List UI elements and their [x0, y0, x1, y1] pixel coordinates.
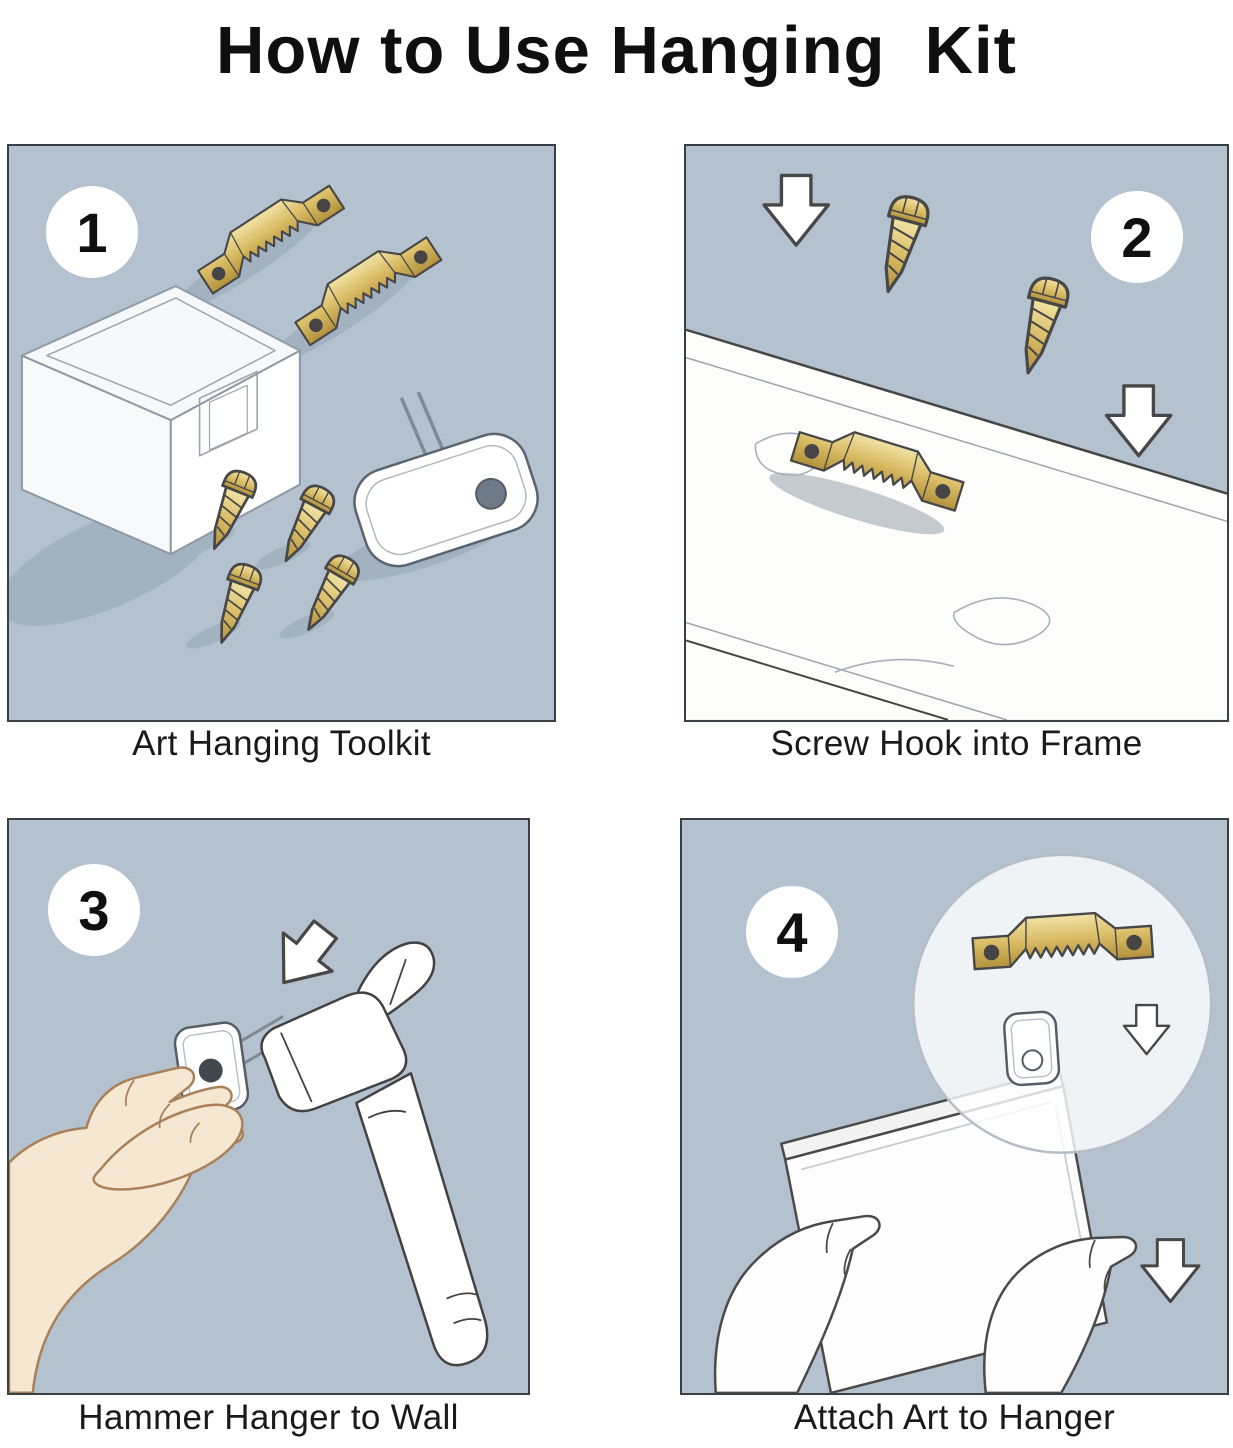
hammer-icon [260, 941, 489, 1367]
sawtooth-hanger-icon [286, 223, 443, 347]
step-2-caption: Screw Hook into Frame [770, 724, 1143, 763]
sawtooth-hanger-icon [189, 172, 346, 295]
step-1-illustration [9, 172, 539, 650]
wall-hook-icon [1003, 1010, 1061, 1087]
hand-icon [9, 1066, 244, 1393]
page-title: How to Use Hanging Kit [216, 12, 1017, 88]
hand-icon [713, 1214, 881, 1393]
step-1-panel: 1 [7, 144, 556, 722]
step-4-panel: 4 [680, 818, 1229, 1395]
down-arrow-icon [257, 909, 352, 1004]
step-3-caption: Hammer Hanger to Wall [78, 1398, 459, 1437]
down-arrow-icon [1140, 1238, 1201, 1304]
step-2-number-badge: 2 [1091, 191, 1183, 283]
toolkit-box-icon [20, 285, 301, 556]
step-4-illustration [713, 853, 1213, 1393]
wall-hook-icon [353, 391, 539, 568]
step-4-caption: Attach Art to Hanger [793, 1398, 1116, 1437]
step-2-panel: 2 [684, 144, 1229, 722]
hand-icon [983, 1235, 1138, 1393]
down-arrow-icon [762, 173, 831, 247]
step-3-panel: 3 [7, 818, 530, 1395]
step-4-number-badge: 4 [746, 886, 838, 978]
magnifier-circle-icon [912, 853, 1213, 1154]
down-arrow-icon [1104, 384, 1173, 458]
frame-molding-icon [686, 328, 1227, 720]
step-3-illustration [9, 909, 489, 1393]
step-2-illustration [686, 173, 1227, 720]
step-3-number-badge: 3 [48, 864, 140, 956]
screw-icon [868, 191, 934, 298]
step-1-caption: Art Hanging Toolkit [132, 724, 431, 763]
step-1-number-badge: 1 [46, 186, 138, 278]
hanger-shadow [769, 472, 945, 535]
screw-icon [1008, 272, 1074, 380]
